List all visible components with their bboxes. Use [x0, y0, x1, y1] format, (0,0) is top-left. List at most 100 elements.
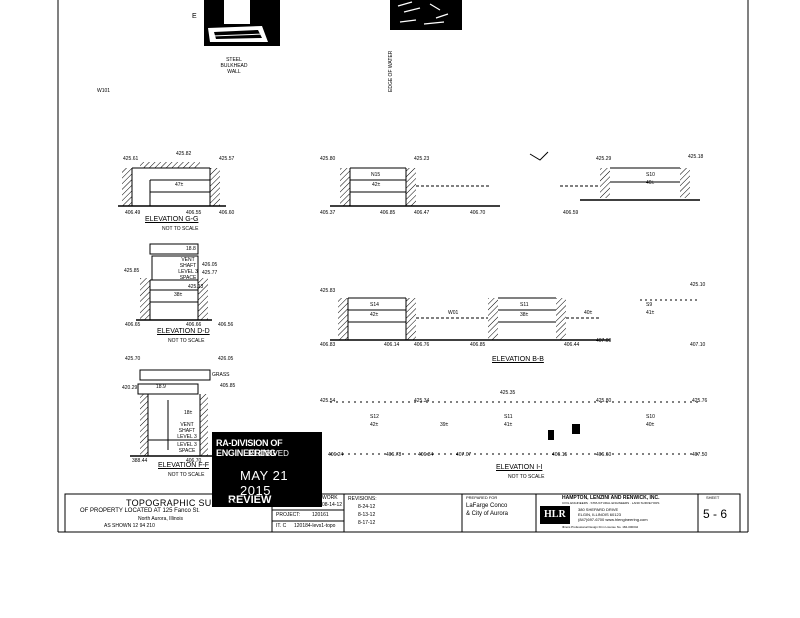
tb-client1: LaFarge Conco [466, 503, 508, 509]
top-row-r-c: 40± [646, 180, 655, 186]
elev-b-c: S11 [520, 302, 529, 308]
elev-d-top: 18.8 [186, 246, 196, 252]
elev-g-left-bot: 406.49 [125, 210, 141, 216]
elev-g-mid-bot: 406.55 [186, 210, 202, 216]
tb-work-date: 08-14-12 [322, 502, 343, 508]
elev-g-center: 47± [175, 182, 184, 188]
tb-title: TOPOGRAPHIC SURVEY [126, 498, 238, 508]
elevation-i-drawing [330, 401, 700, 455]
edge-of-water-label: EDGE OF WATER [388, 50, 394, 92]
tb-revision-2: 8-13-12 [358, 512, 376, 518]
tb-file-label: IT. C [276, 523, 287, 529]
elevation-g-drawing [118, 162, 226, 207]
tb-revisions-label: REVISIONS: [348, 496, 377, 502]
elev-d-mid: 425.13 [188, 284, 204, 290]
top-row-l3: 405.37 [320, 210, 336, 216]
tb-firm-addr1: 380 SHEPARD DRIVE [578, 507, 619, 512]
tb-line3: North Aurora, Illinois [138, 516, 184, 522]
elev-b-l3: 406.14 [384, 342, 400, 348]
elev-d-left-bot: 406.65 [125, 322, 141, 328]
tb-work-label: WORK [322, 495, 338, 501]
tb-line2: OF PROPERTY LOCATED AT 125 Fanco St. [80, 508, 200, 514]
elev-d-left-top: 425.85 [124, 268, 140, 274]
elev-b-l6: 406.44 [564, 342, 580, 348]
elev-f-bot2: 406.70 [186, 458, 202, 464]
tb-firm-phone: (847)697-6700 www.hlengineering.com [578, 517, 648, 522]
top-row-c1: 42± [372, 182, 381, 188]
tb-firm-addr2: ELGIN, ILLINOIS 60123 [578, 512, 621, 517]
elev-b-r2: S9 [646, 302, 653, 308]
tb-firm-lic: Illinois Professional Design Firm Licens… [562, 525, 639, 529]
top-letter-e: E [192, 13, 197, 20]
elev-d-mid-bot: 406.66 [186, 322, 202, 328]
tb-sheet-label: SHEET [706, 495, 720, 500]
elev-g-right-bot: 406.60 [219, 210, 235, 216]
elevation-f-drawing [130, 369, 212, 457]
top-photo-left [204, 0, 280, 46]
elev-f-grass: GRASS [212, 372, 230, 378]
tb-prepared-for-label: PREPARED FOR [466, 495, 498, 500]
tb-line4: AS SHOWN 12 94 210 [104, 523, 155, 529]
elev-b-r1: 425.10 [690, 282, 706, 288]
elev-f-level: LEVEL 3 SPACE [177, 442, 197, 454]
elev-i-r-top2: 425.76 [692, 398, 708, 404]
tb-firm-sub: CIVIL ENGINEERS · STRUCTURAL ENGINEERS ·… [562, 501, 660, 505]
elev-d-scale: NOT TO SCALE [168, 338, 205, 344]
elev-i-c: 39± [440, 422, 449, 428]
elev-b-e: 40± [584, 310, 593, 316]
tb-revision-1: 8-24-12 [358, 504, 376, 510]
elev-b-b: 42± [370, 312, 379, 318]
elev-f-w: 18± [184, 410, 193, 416]
elev-b-l7: 407.09 [596, 338, 612, 344]
elev-b-title: ELEVATION B-B [492, 356, 544, 363]
elev-i-bot3: 406.84 [418, 452, 434, 458]
sheet-border [57, 0, 749, 533]
elev-i-e: 41± [504, 422, 513, 428]
elev-b-m: W01 [448, 310, 459, 316]
top-row-r-top: 425.29 [596, 156, 612, 162]
top-row-r-top2: 425.18 [688, 154, 704, 160]
top-row-l2: 425.23 [414, 156, 430, 162]
elev-i-f: S10 [646, 414, 655, 420]
tb-project-no: 120161 [312, 512, 329, 518]
elev-f-bot: 388.44 [132, 458, 148, 464]
received-stamp: RA-DIVISION OF ENGINEERING RECEIVED MAY … [212, 432, 322, 507]
stamp-line1: RA-DIVISION OF ENGINEERING [216, 438, 283, 458]
elev-g-top: 425.82 [176, 151, 192, 157]
top-row-l4: 406.85 [380, 210, 396, 216]
elevation-b-drawing [330, 297, 700, 341]
elev-f-left-mid: 420.29 [122, 385, 138, 391]
elev-f-title: ELEVATION F-F [158, 462, 210, 469]
elev-i-bot1: 406.24 [328, 452, 344, 458]
tb-client2: & City of Aurora [466, 511, 509, 517]
top-row-l6: 406.70 [470, 210, 486, 216]
elev-b-r3: 41± [646, 310, 655, 316]
tb-file-name: 120184-levs1-topo [294, 523, 336, 529]
elev-b-r4: 407.10 [690, 342, 706, 348]
elev-f-scale: NOT TO SCALE [168, 472, 205, 478]
elev-i-l1: 425.54 [320, 398, 336, 404]
elev-i-bot7: 407.50 [692, 452, 708, 458]
elev-d-note: VENT SHAFT LEVEL 3 SPACE [178, 257, 198, 281]
elev-d-right-top: 426.05 [202, 262, 218, 268]
elev-f-box: 18.9 [156, 384, 166, 390]
steel-bulkhead-label: STEEL BULKHEAD WALL [220, 57, 248, 75]
elev-i-l2: 425.34 [414, 398, 430, 404]
title-block-frame [64, 493, 741, 533]
elev-i-d: S11 [504, 414, 513, 420]
elev-d-title: ELEVATION D-D [157, 328, 210, 335]
elev-g-right-top: 425.57 [219, 156, 235, 162]
elev-d-center: 38± [174, 292, 183, 298]
elev-i-top-mid: 425.35 [500, 390, 516, 396]
elev-i-scale: NOT TO SCALE [508, 474, 545, 480]
elev-g-left-top: 425.61 [123, 156, 139, 162]
hlr-logo-box [540, 506, 570, 524]
stamp-review: REVIEW [228, 494, 272, 506]
elev-f-right-top: 426.05 [218, 356, 234, 362]
elev-f-note: VENT SHAFT LEVEL 3 [177, 422, 197, 440]
elevation-d-drawing [136, 243, 212, 321]
elev-i-a: S12 [370, 414, 379, 420]
stamp-line2: RECEIVED [248, 449, 289, 458]
elev-i-bot4: 407.07 [456, 452, 472, 458]
